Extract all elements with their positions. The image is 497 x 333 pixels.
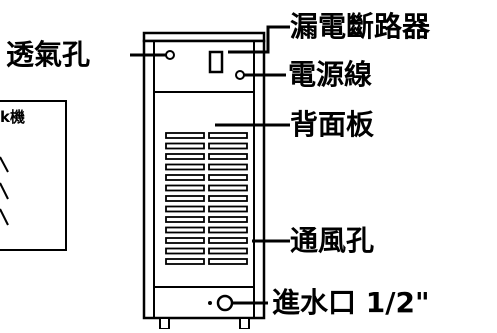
ventilation-slot: [165, 258, 205, 265]
ventilation-slot: [165, 237, 205, 244]
side-box: [0, 100, 67, 251]
leakage-breaker-box: [208, 50, 224, 74]
ventilation-slot: [165, 132, 205, 139]
ventilation-slot: [165, 142, 205, 150]
ventilation-slot: [208, 153, 248, 160]
ventilation-slot: [208, 216, 248, 223]
ventilation-slot: [208, 174, 248, 181]
ventilation-holes-label: 通風孔: [290, 224, 375, 257]
breather-hole: [165, 50, 175, 60]
ventilation-slot: [208, 247, 248, 255]
ventilation-slot: [208, 237, 248, 244]
ventilation-slot: [208, 205, 248, 213]
ventilation-slot: [165, 153, 205, 160]
ventilation-slot: [165, 226, 205, 234]
ventilation-slot: [165, 247, 205, 255]
ventilation-slot: [208, 184, 248, 192]
power-cord-hole: [235, 70, 245, 80]
back-panel-label: 背面板: [290, 108, 375, 141]
ventilation-slot: [165, 205, 205, 213]
water-inlet-label: 進水口 1/2": [272, 286, 430, 319]
ventilation-slot: [208, 226, 248, 234]
ventilation-slot: [165, 184, 205, 192]
ventilation-slot: [165, 174, 205, 181]
leader-lines: [130, 25, 290, 305]
ventilation-slot: [165, 163, 205, 171]
cabinet: [142, 31, 266, 330]
ventilation-slot-grid: [165, 132, 248, 265]
ventilation-slot: [208, 163, 248, 171]
ventilation-slot: [208, 258, 248, 265]
ventilation-slot: [208, 195, 248, 202]
vent-hole-label: 透氣孔: [6, 38, 91, 71]
ventilation-slot: [165, 216, 205, 223]
ventilation-slot: [208, 142, 248, 150]
leakage-breaker-label: 漏電斷路器: [290, 10, 431, 43]
side-box-label: k機: [0, 108, 25, 126]
power-cord-label: 電源線: [288, 58, 373, 91]
ventilation-slot: [165, 195, 205, 202]
ventilation-slot: [208, 132, 248, 139]
